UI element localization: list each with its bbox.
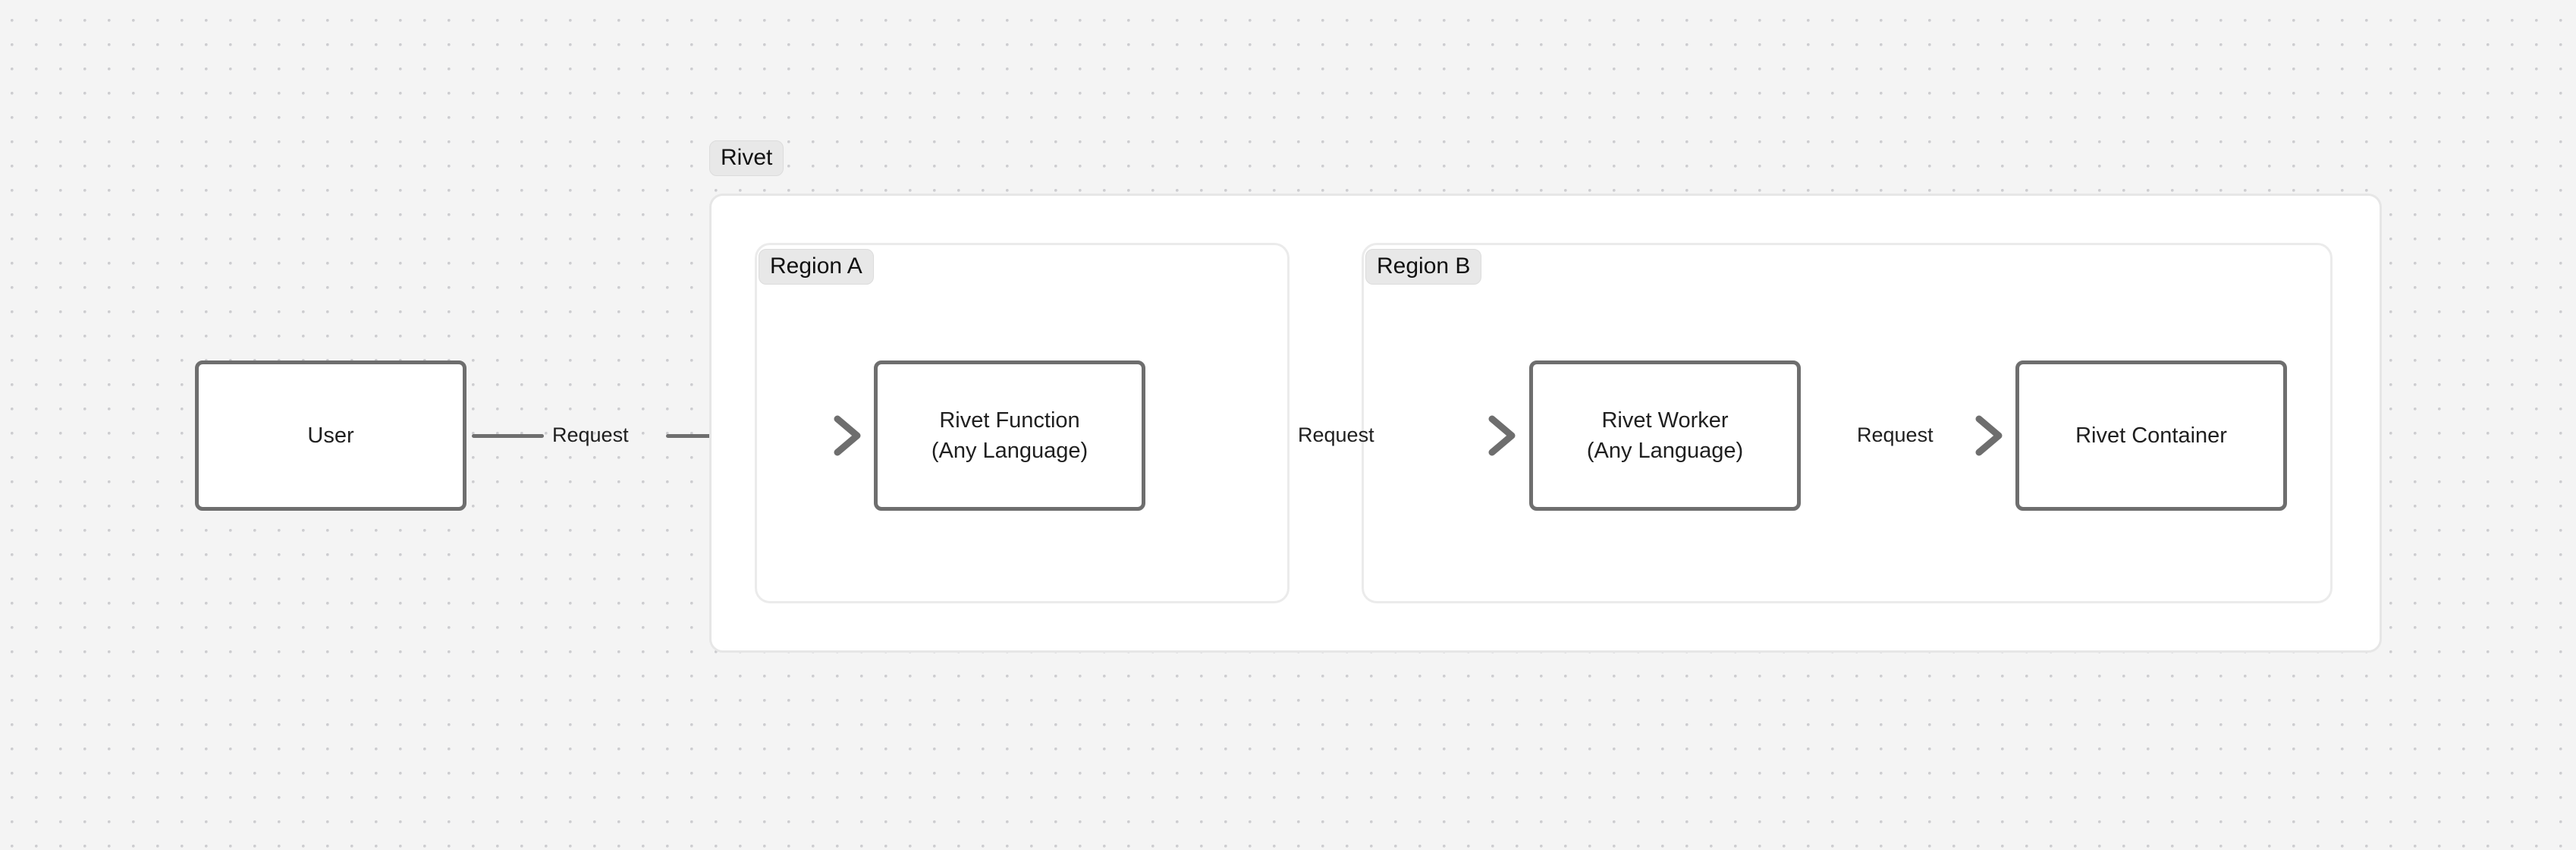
node-rivet-function-label-line2: (Any Language) <box>931 439 1089 463</box>
node-rivet-worker-label-line1: Rivet Worker <box>1601 408 1729 433</box>
group-label-region-b[interactable]: Region B <box>1365 249 1482 285</box>
group-region-a[interactable] <box>755 243 1290 603</box>
node-rivet-container[interactable]: Rivet Container <box>2015 360 2287 511</box>
node-rivet-worker[interactable]: Rivet Worker (Any Language) <box>1529 360 1801 511</box>
arrow-head-worker-to-container <box>1975 415 2003 456</box>
edge-user-to-function-segment-left <box>472 434 544 438</box>
edge-label-function-to-worker: Request <box>1298 423 1374 446</box>
node-rivet-container-label: Rivet Container <box>2075 423 2227 448</box>
node-user[interactable]: User <box>195 360 467 511</box>
node-rivet-function[interactable]: Rivet Function (Any Language) <box>874 360 1145 511</box>
edge-label-user-to-function: Request <box>552 423 629 446</box>
group-label-region-a[interactable]: Region A <box>759 249 874 285</box>
arrow-head-function-to-worker <box>1488 415 1516 456</box>
edge-label-worker-to-container: Request <box>1857 423 1934 446</box>
node-user-label: User <box>307 423 354 448</box>
node-rivet-worker-label-line2: (Any Language) <box>1586 439 1744 463</box>
arrow-head-user-to-function <box>834 415 861 456</box>
group-label-rivet[interactable]: Rivet <box>709 140 784 176</box>
group-region-b[interactable] <box>1362 243 2333 603</box>
node-rivet-function-label-line1: Rivet Function <box>939 408 1080 433</box>
